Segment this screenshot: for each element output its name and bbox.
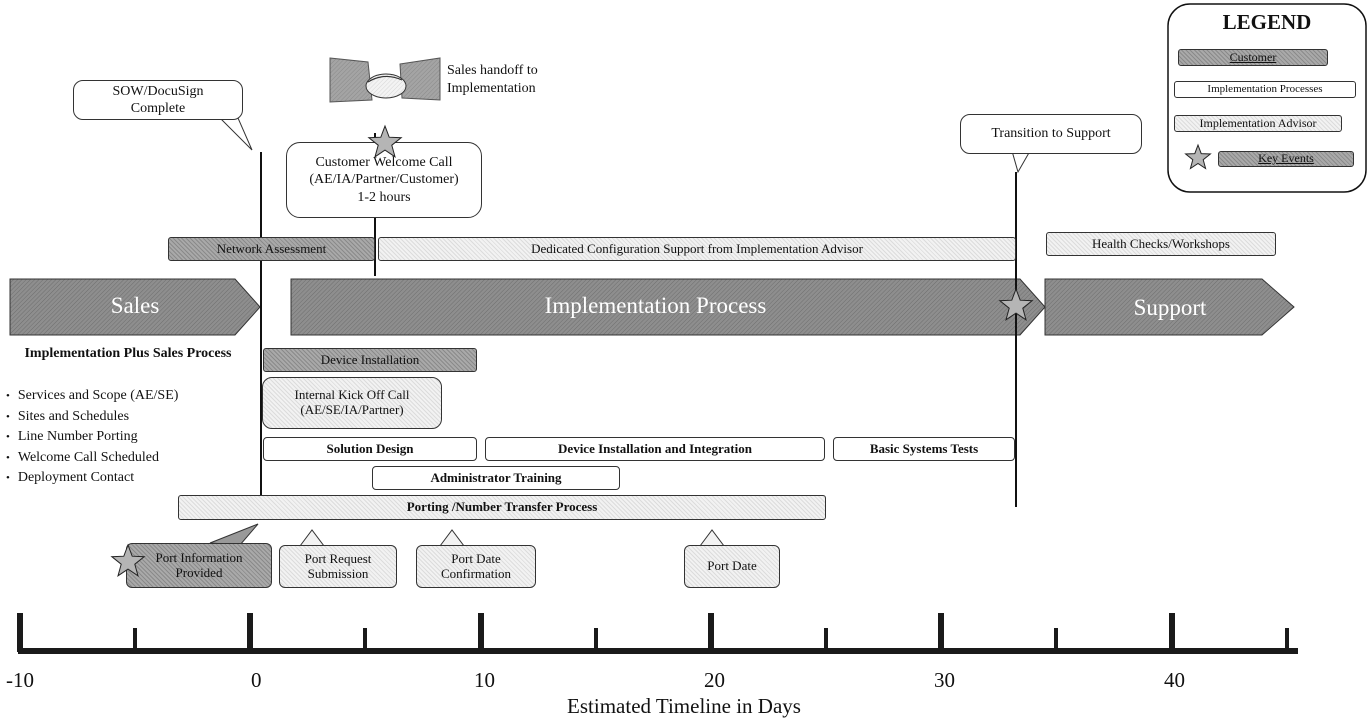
support-phase-label: Support	[1133, 295, 1207, 320]
major-tick	[477, 613, 484, 652]
legend-customer-swatch: Customer	[1178, 49, 1328, 66]
port-date-callout: Port Date	[684, 545, 780, 588]
legend-advisor-swatch: Implementation Advisor	[1174, 115, 1342, 132]
welcome-call-line-1: Customer Welcome Call	[315, 154, 453, 170]
minor-tick	[1284, 628, 1289, 652]
transition-callout-text: Transition to Support	[991, 126, 1111, 142]
admin-training-label: Administrator Training	[430, 469, 562, 485]
star-icon	[998, 287, 1034, 321]
network-assessment-bar: Network Assessment	[168, 237, 375, 261]
welcome-call-line-3: 1-2 hours	[357, 189, 411, 205]
sow-callout-text: SOW/DocuSign Complete	[112, 83, 204, 117]
basic-tests-bar: Basic Systems Tests	[833, 437, 1015, 461]
sales-phase-arrow	[9, 278, 261, 336]
dedicated-config-label: Dedicated Configuration Support from Imp…	[531, 240, 863, 256]
tick-label: 30	[934, 668, 955, 692]
device-integration-bar: Device Installation and Integration	[485, 437, 825, 461]
sales-process-item: Services and Scope (AE/SE)	[6, 386, 179, 407]
tick-label: 40	[1164, 668, 1185, 692]
health-checks-bar: Health Checks/Workshops	[1046, 232, 1276, 256]
major-tick	[707, 613, 714, 652]
sales-process-list: Services and Scope (AE/SE) Sites and Sch…	[6, 386, 179, 489]
implementation-phase-label: Implementation Process	[544, 293, 767, 318]
minor-tick	[1054, 628, 1059, 652]
star-icon	[110, 543, 146, 577]
kickoff-call-line-2: (AE/SE/IA/Partner)	[300, 402, 404, 417]
port-request-label: Port Request Submission	[304, 550, 372, 581]
welcome-call-callout: Customer Welcome Call (AE/IA/Partner/Cus…	[286, 142, 482, 218]
legend-key-events-swatch: Key Events	[1218, 151, 1354, 167]
legend-title: LEGEND	[1222, 10, 1312, 34]
tick-label: -10	[6, 668, 34, 692]
minor-tick	[824, 628, 829, 652]
porting-bar: Porting /Number Transfer Process	[178, 495, 826, 520]
timeline-axis-label: Estimated Timeline in Days	[567, 694, 801, 718]
day-33-marker-line	[1015, 172, 1017, 507]
device-installation-bar: Device Installation	[263, 348, 477, 372]
sales-process-item: Line Number Porting	[6, 427, 178, 448]
porting-label: Porting /Number Transfer Process	[406, 499, 598, 515]
support-phase-arrow	[1044, 278, 1295, 336]
tick-label: 20	[704, 668, 725, 692]
implementation-phase-arrow	[290, 278, 1046, 336]
tick-label: 10	[474, 668, 495, 692]
legend-advisor-label: Implementation Advisor	[1199, 115, 1317, 130]
minor-tick	[363, 628, 368, 652]
dedicated-config-bar: Dedicated Configuration Support from Imp…	[378, 237, 1016, 261]
legend-implementation-swatch: Implementation Processes	[1174, 81, 1356, 98]
sales-process-item: Welcome Call Scheduled	[6, 448, 178, 469]
sow-callout: SOW/DocuSign Complete	[73, 80, 243, 120]
sales-phase-label: Sales	[110, 293, 160, 318]
kickoff-call-line-1: Internal Kick Off Call	[294, 387, 410, 403]
minor-tick	[593, 628, 598, 652]
welcome-call-line-2: (AE/IA/Partner/Customer)	[309, 172, 459, 188]
port-date-confirmation-label: Port Date Confirmation	[440, 550, 512, 581]
legend-customer-label: Customer	[1229, 49, 1277, 64]
port-info-label: Port Information Provided	[155, 549, 243, 580]
major-tick	[938, 613, 945, 652]
transition-callout: Transition to Support	[960, 114, 1142, 154]
timeline-axis	[18, 648, 1298, 654]
port-date-label: Port Date	[707, 558, 757, 574]
port-info-callout: Port Information Provided	[126, 543, 272, 588]
star-icon	[1184, 143, 1212, 170]
basic-tests-label: Basic Systems Tests	[869, 440, 979, 456]
legend-key-events-label: Key Events	[1258, 151, 1314, 166]
legend-implementation-label: Implementation Processes	[1207, 83, 1323, 96]
handshake-icon	[329, 57, 441, 103]
port-date-confirmation-callout: Port Date Confirmation	[416, 545, 536, 588]
sales-process-title: Implementation Plus Sales Process	[24, 346, 232, 361]
health-checks-label: Health Checks/Workshops	[1092, 235, 1230, 251]
major-tick	[247, 613, 254, 652]
sales-process-item: Sites and Schedules	[6, 407, 178, 428]
tick-label: 0	[251, 668, 262, 692]
kickoff-call-bar: Internal Kick Off Call (AE/SE/IA/Partner…	[262, 377, 442, 429]
port-request-callout: Port Request Submission	[279, 545, 397, 588]
sales-process-item: Deployment Contact	[6, 468, 178, 489]
minor-tick	[133, 628, 138, 652]
star-icon	[367, 124, 403, 158]
major-tick	[1168, 613, 1175, 652]
network-assessment-label: Network Assessment	[216, 240, 327, 256]
solution-design-label: Solution Design	[326, 440, 414, 456]
handoff-caption: Sales handoff to Implementation	[447, 63, 538, 97]
solution-design-bar: Solution Design	[263, 437, 477, 461]
major-tick	[17, 613, 23, 652]
device-integration-label: Device Installation and Integration	[558, 440, 752, 456]
admin-training-bar: Administrator Training	[372, 466, 620, 490]
day-0-marker-line	[260, 152, 262, 495]
device-installation-label: Device Installation	[320, 351, 420, 367]
